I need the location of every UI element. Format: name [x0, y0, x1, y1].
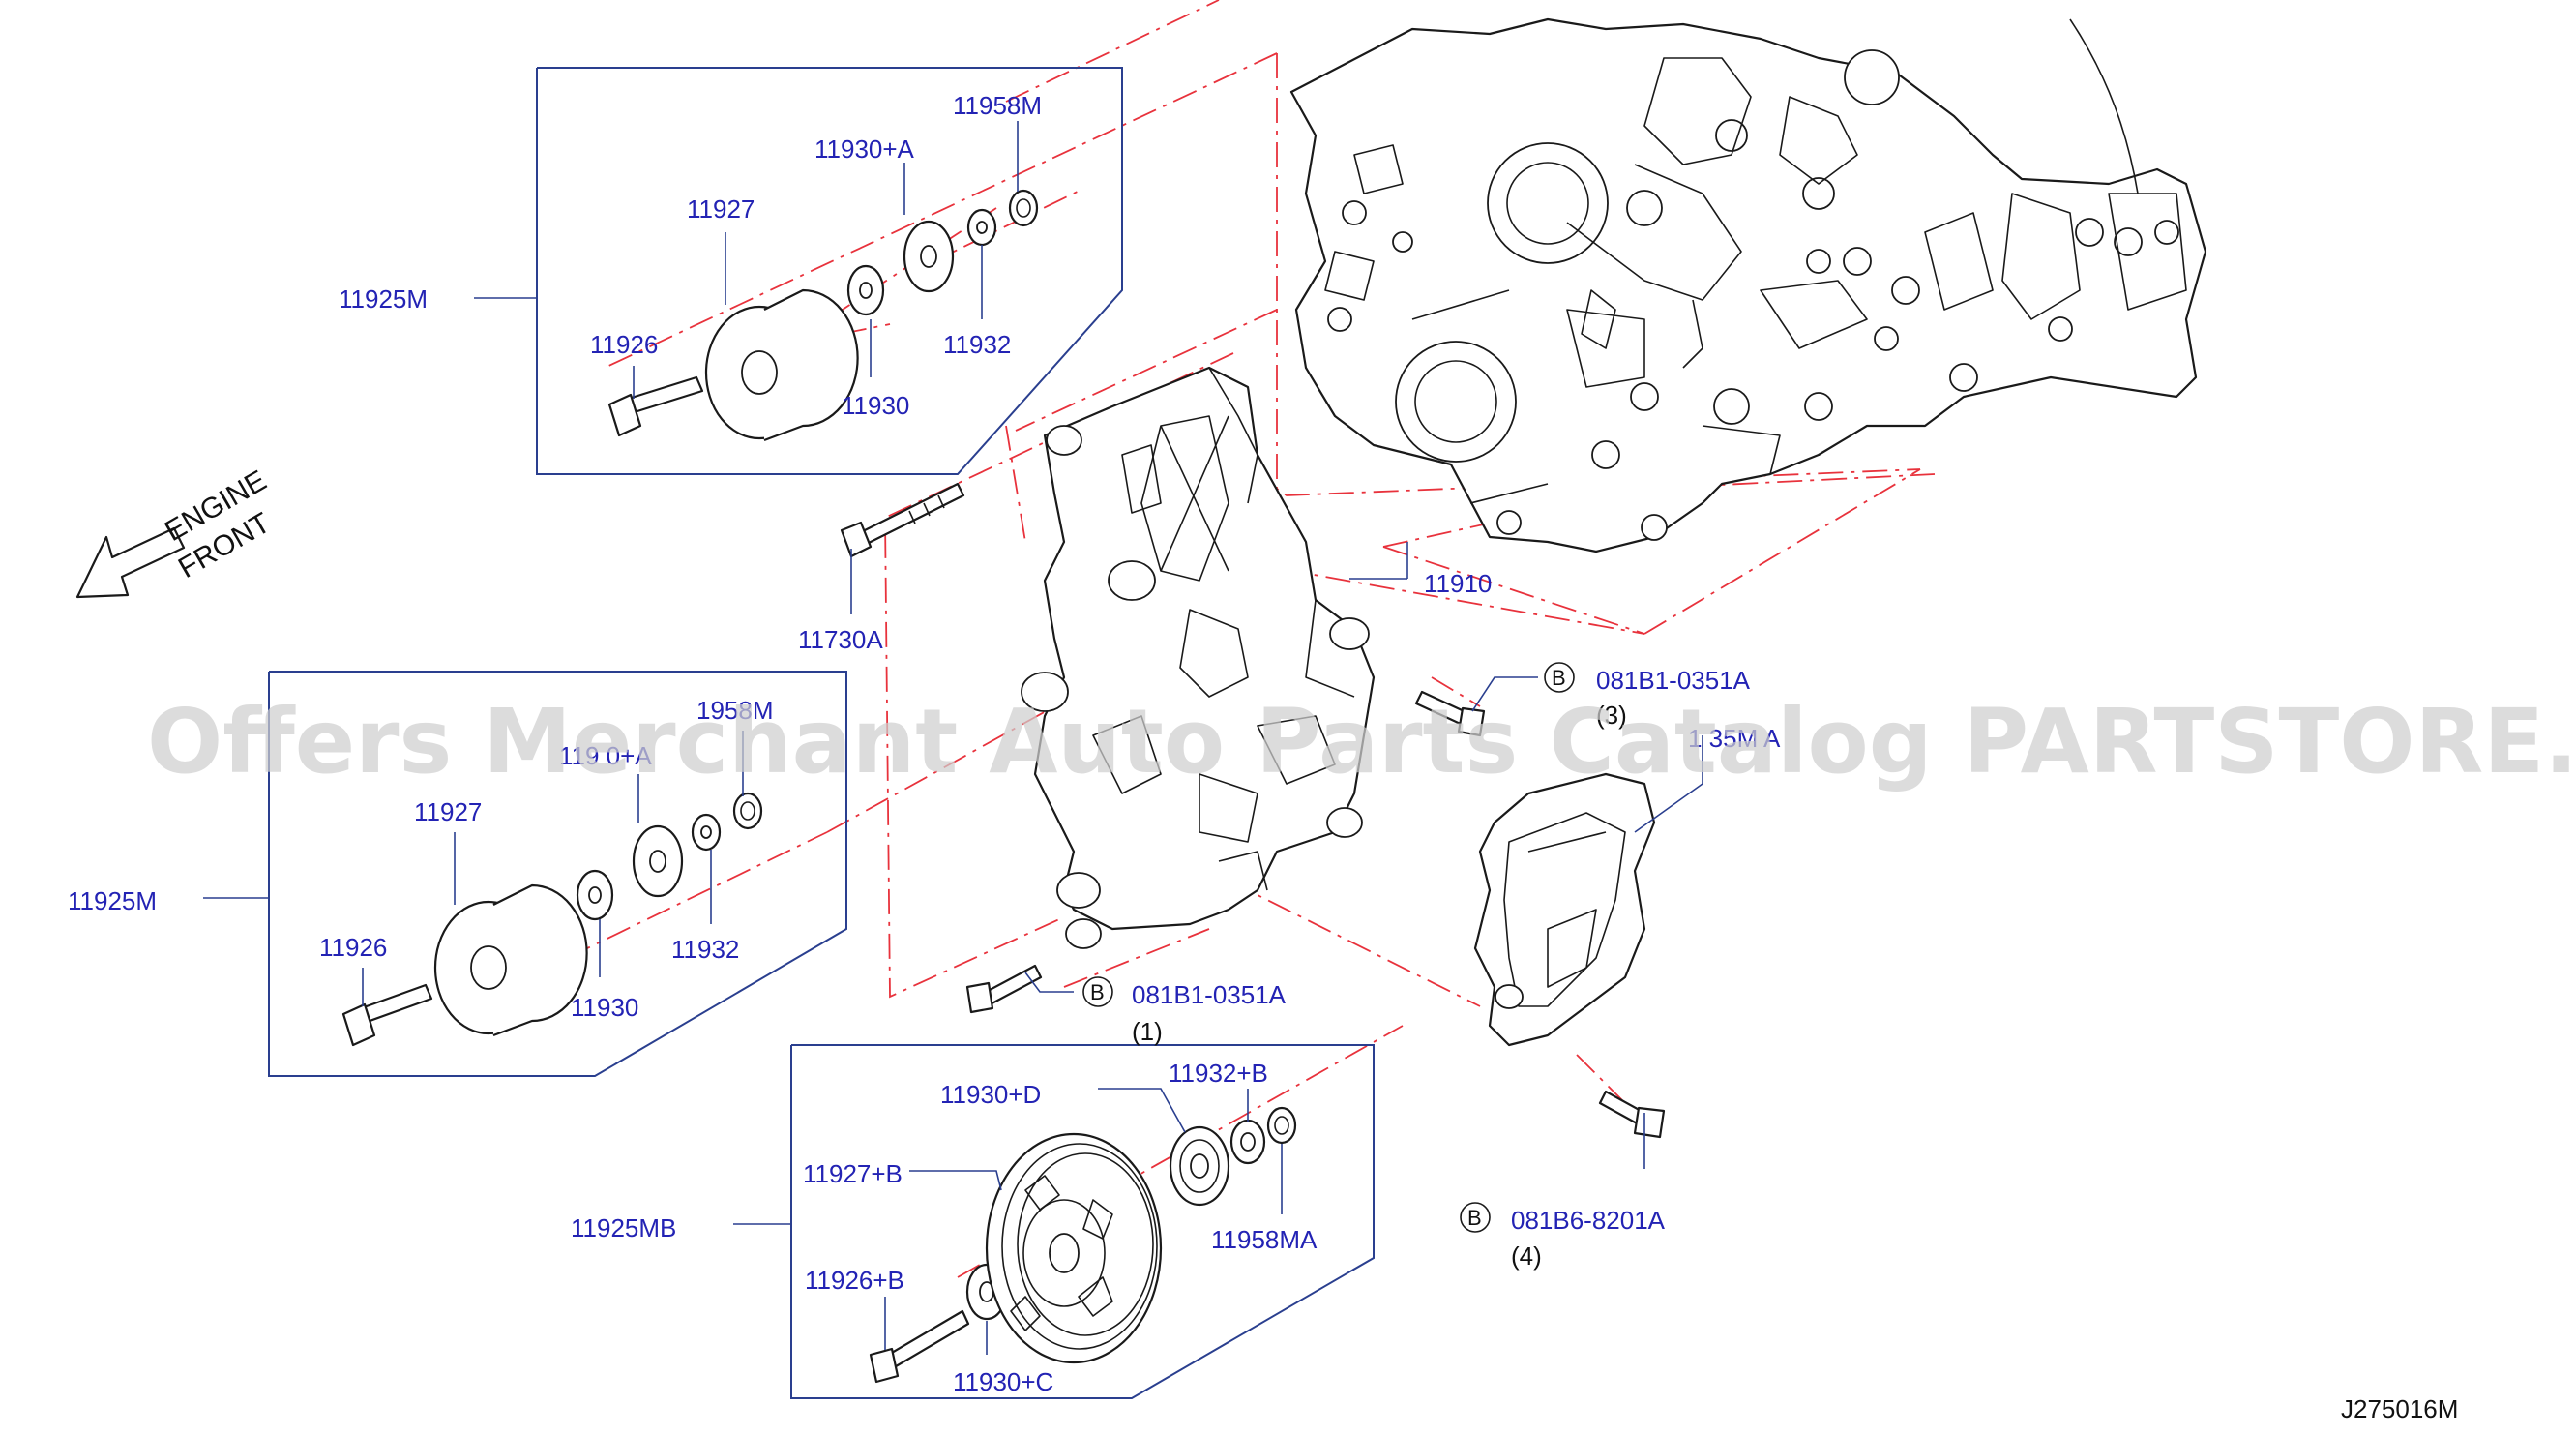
callout-circle-right	[1460, 1202, 1491, 1233]
label-top-bolt: 11926	[590, 330, 658, 359]
label-cover: 1 35M A	[1688, 724, 1781, 753]
engine-front-indicator: ENGINE FRONT	[75, 464, 276, 599]
mid-idler-parts	[341, 792, 763, 1047]
label-bot-bolt: 11926+B	[805, 1266, 904, 1295]
label-mid-pulley: 11927	[414, 797, 482, 826]
callout-circle-upper	[1544, 662, 1575, 693]
bolt-11730A	[840, 482, 965, 558]
callout-circle-lower	[1082, 976, 1113, 1007]
watermark-text: Offers Merchant Auto Parts Catalog PARTS…	[147, 690, 2576, 793]
leader-lines	[203, 121, 1703, 1355]
label-top-washer: 11930	[842, 391, 909, 420]
label-bolt-upper-qty: (3)	[1596, 701, 1627, 730]
label-bot-washer: 11930+C	[953, 1367, 1053, 1396]
bolt-081B6	[1598, 1090, 1666, 1139]
engine-block	[1289, 17, 2207, 553]
label-mid-bearing-seal: 1958M	[696, 696, 774, 725]
label-bolt-lower: 081B1-0351A	[1132, 980, 1287, 1009]
callout-letter-upper: B	[1552, 666, 1566, 690]
callout-circles: B B B	[1082, 662, 1575, 1233]
label-bot-pulley: 11927+B	[803, 1159, 903, 1188]
label-top-box-assembly: 11925M	[339, 284, 428, 314]
label-top-spacer: 11932	[943, 330, 1011, 359]
cover-plate	[1473, 772, 1656, 1047]
bracket-11910	[1021, 366, 1376, 949]
label-bot-spacer: 11932+B	[1169, 1059, 1268, 1088]
label-bot-box-assembly: 11925MB	[571, 1213, 676, 1242]
assembly-boxes	[268, 67, 1375, 1399]
label-top-plate: 11930+A	[814, 135, 915, 164]
label-top-pulley: 11927	[687, 194, 755, 224]
label-bolt-right-qty: (4)	[1511, 1242, 1542, 1271]
label-bracket: 11910	[1424, 569, 1492, 598]
label-bracket-bolt: 11730A	[798, 625, 883, 654]
label-bolt-right: 081B6-8201A	[1511, 1206, 1666, 1235]
bot-assembly-box	[790, 1044, 1375, 1399]
label-bot-plate: 11930+D	[940, 1080, 1041, 1109]
engine-front-arrow-icon	[75, 526, 186, 599]
callout-letter-right: B	[1467, 1206, 1482, 1230]
bolt-081B1-upper	[1414, 690, 1486, 737]
bolt-081B1-lower	[965, 964, 1043, 1014]
bottom-pulley-parts	[869, 1106, 1297, 1384]
label-bot-seal: 11958MA	[1211, 1225, 1318, 1254]
label-mid-plate: 119 0+A	[559, 741, 652, 770]
label-mid-box-assembly: 11925M	[68, 886, 157, 915]
top-idler-parts	[607, 189, 1039, 442]
label-mid-spacer: 11932	[671, 935, 739, 964]
label-mid-washer: 11930	[571, 993, 638, 1022]
top-assembly-box	[536, 67, 1123, 475]
mid-assembly-box	[268, 671, 847, 1077]
label-bolt-upper: 081B1-0351A	[1596, 666, 1751, 695]
label-mid-bolt: 11926	[319, 933, 387, 962]
part-labels: 11925M 11958M 11930+A 11927 11926 11930 …	[68, 91, 1781, 1396]
diagram-code: J275016M	[2341, 1394, 2458, 1423]
label-bolt-lower-qty: (1)	[1132, 1017, 1163, 1046]
callout-letter-lower: B	[1090, 980, 1105, 1004]
label-top-bearing-seal: 11958M	[953, 91, 1042, 120]
